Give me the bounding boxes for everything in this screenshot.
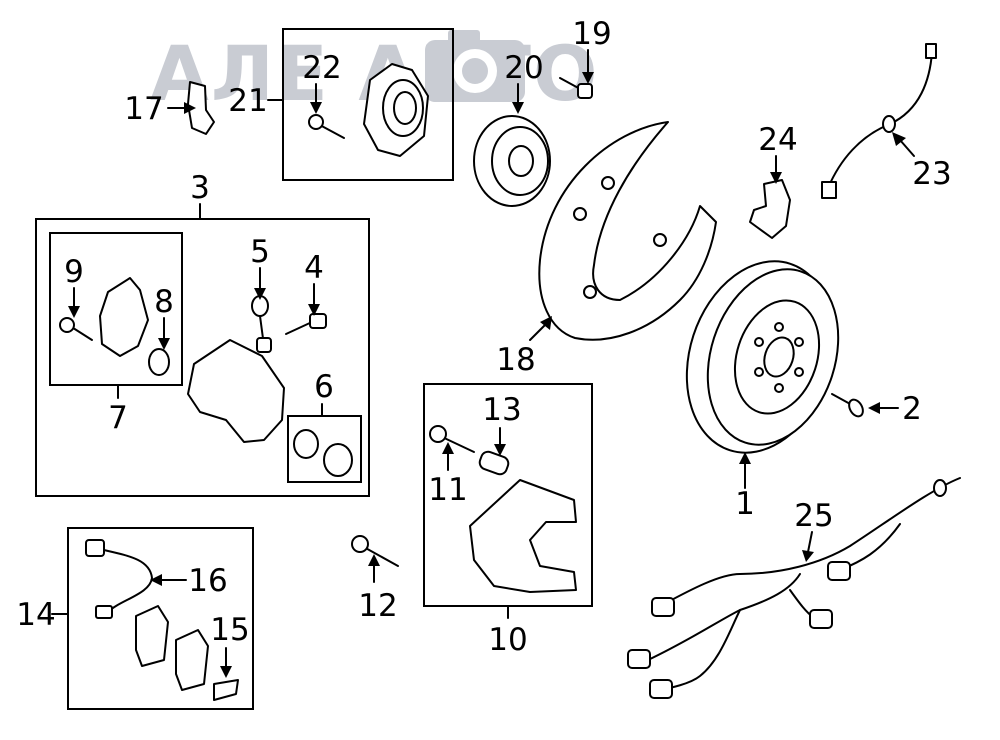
callout-13: 13	[482, 392, 521, 428]
pad-clip	[213, 679, 239, 701]
caliper-bolt	[59, 317, 93, 341]
callout-14: 14	[16, 597, 55, 633]
callout-1: 1	[735, 486, 755, 522]
callout-25: 25	[794, 498, 833, 534]
caliper-housing-box	[49, 232, 183, 386]
camera-logo-icon	[425, 30, 525, 102]
callout-23: 23	[912, 156, 951, 192]
callout-8: 8	[154, 284, 174, 320]
callout-15: 15	[210, 612, 249, 648]
bearing-bolt	[308, 114, 345, 139]
callout-24: 24	[758, 122, 797, 158]
callout-10: 10	[488, 622, 527, 658]
seal-kit-box	[287, 415, 362, 483]
caliper-body	[187, 339, 285, 443]
bleeder-bolt	[285, 313, 327, 335]
callout-20: 20	[504, 50, 543, 86]
brake-pads	[135, 605, 209, 691]
caliper-group-box	[35, 218, 370, 497]
callout-5: 5	[250, 234, 270, 270]
brake-rotor	[685, 260, 840, 454]
callout-11: 11	[428, 472, 467, 508]
callout-21: 21	[228, 83, 267, 119]
callout-16: 16	[188, 563, 227, 599]
rotor-screw	[831, 393, 864, 418]
callout-3: 3	[190, 170, 210, 206]
hub-group-box	[282, 28, 454, 181]
seal-ring	[148, 348, 170, 376]
callout-4: 4	[304, 250, 324, 286]
caliper-housing	[99, 277, 149, 357]
callout-labels: 1 2 3 4 5 6 7 8 9 10 11 12 13 14 15 16 1…	[16, 16, 951, 658]
callout-18: 18	[496, 342, 535, 378]
hub-bolt	[559, 77, 593, 99]
callout-19: 19	[572, 16, 611, 52]
leader-lines	[51, 49, 915, 678]
callout-12: 12	[358, 588, 397, 624]
callout-9: 9	[64, 254, 84, 290]
carrier-bolt	[429, 425, 475, 453]
mounting-bolt	[351, 535, 399, 567]
hub-flange	[473, 115, 551, 207]
brake-hose	[821, 43, 937, 199]
callout-17: 17	[124, 91, 163, 127]
caliper-carrier	[469, 479, 577, 593]
guide-sleeve	[478, 450, 510, 476]
callout-6: 6	[314, 369, 334, 405]
callout-2: 2	[902, 391, 922, 427]
callout-22: 22	[302, 50, 341, 86]
guide-pin	[251, 295, 272, 353]
pad-group-box	[67, 527, 254, 710]
splash-shield	[538, 121, 717, 341]
sensor-bracket	[749, 179, 791, 239]
piston-seals	[293, 429, 353, 477]
wheel-bearing	[363, 63, 429, 157]
wear-sensor	[85, 539, 153, 619]
callout-7: 7	[108, 400, 128, 436]
abs-sensor-harness	[627, 477, 961, 699]
